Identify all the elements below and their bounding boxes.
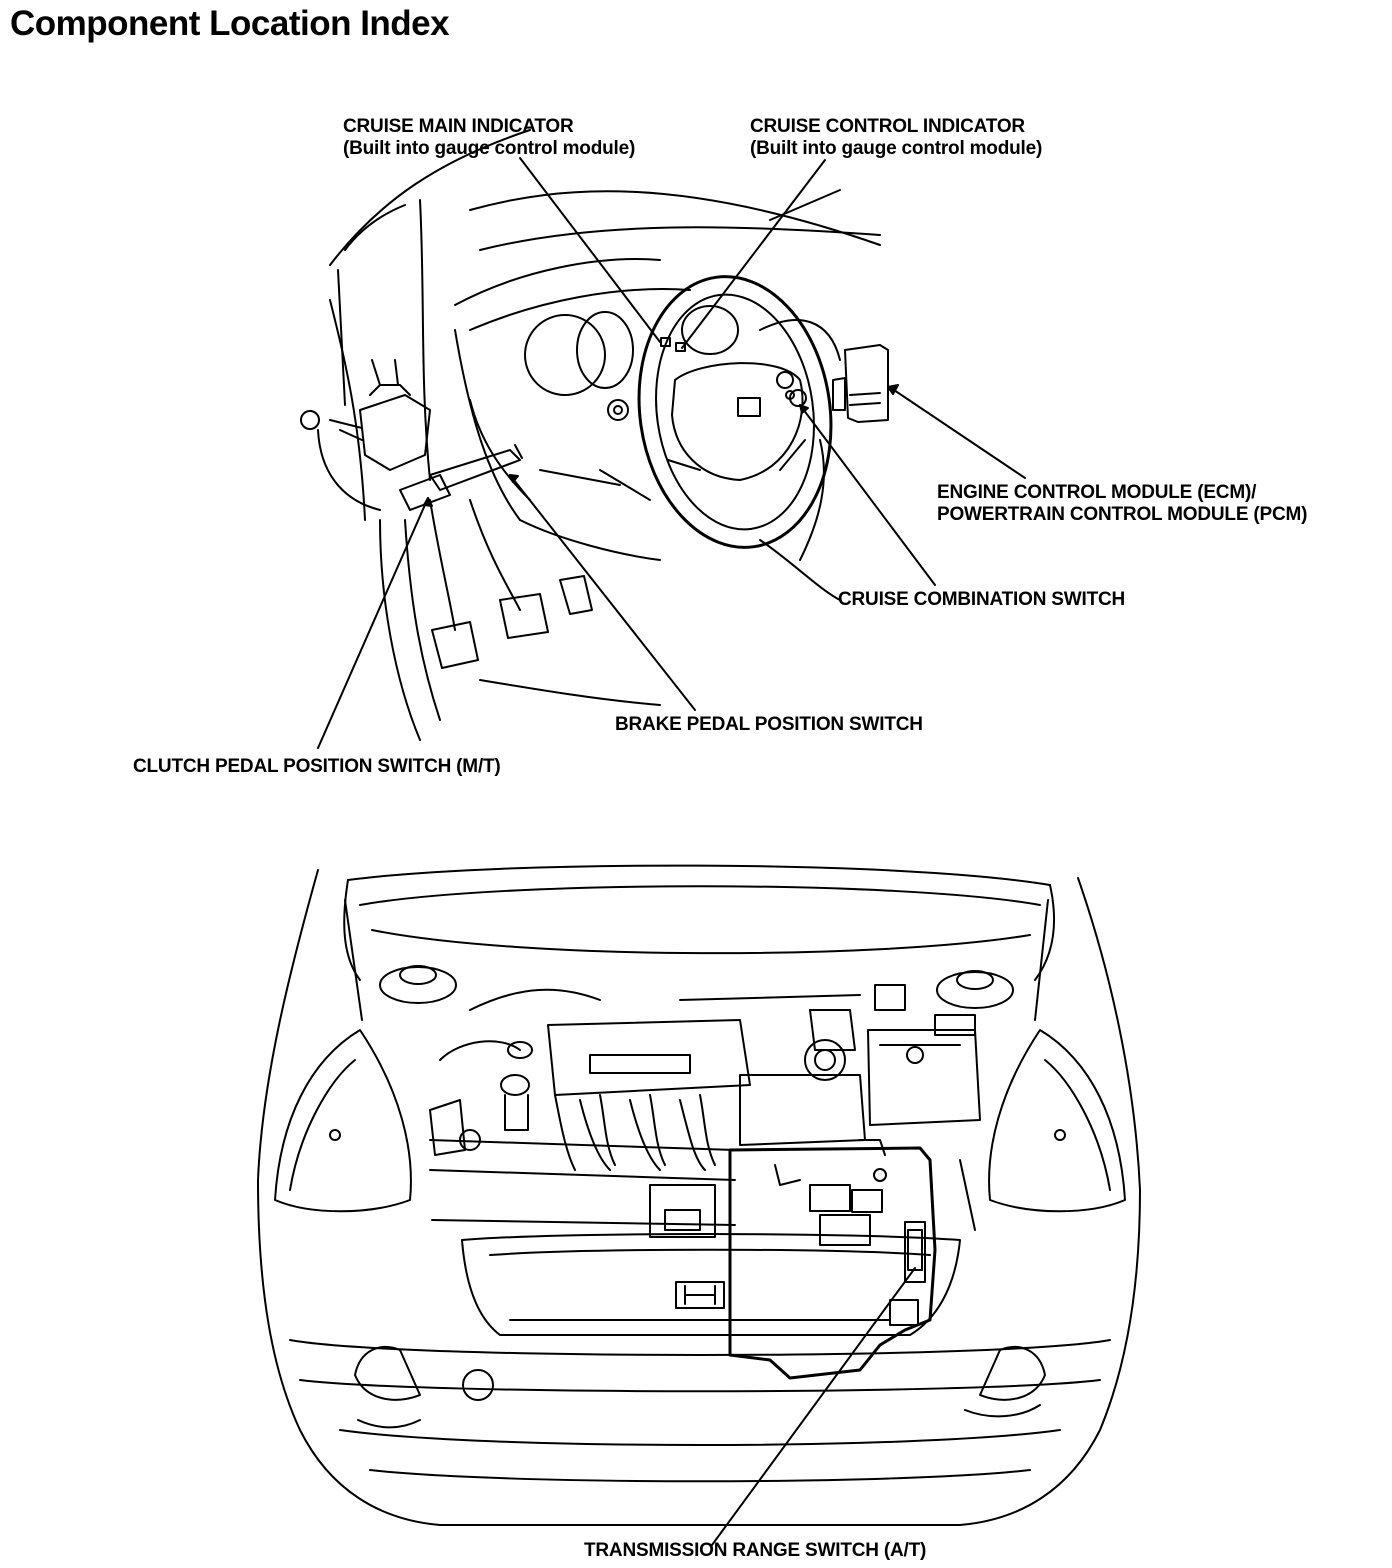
label-ecm-pcm: ENGINE CONTROL MODULE (ECM)/ POWERTRAIN … bbox=[937, 482, 1307, 526]
label-line: CRUISE CONTROL INDICATOR bbox=[750, 116, 1025, 137]
engine-bay-illustration bbox=[257, 864, 1141, 1526]
engine-bay-leader-line bbox=[711, 1267, 916, 1546]
dashboard-leader-lines bbox=[317, 157, 1026, 749]
label-cruise-control-indicator: CRUISE CONTROL INDICATOR (Built into gau… bbox=[750, 116, 1042, 160]
label-line: CRUISE MAIN INDICATOR bbox=[343, 116, 574, 137]
label-cruise-main-indicator: CRUISE MAIN INDICATOR (Built into gauge … bbox=[343, 116, 635, 160]
label-line: (Built into gauge control module) bbox=[343, 138, 636, 159]
label-line: ENGINE CONTROL MODULE (ECM)/ bbox=[937, 482, 1257, 503]
dashboard-arrowheads bbox=[423, 384, 899, 507]
label-clutch-pedal-position-switch: CLUTCH PEDAL POSITION SWITCH (M/T) bbox=[133, 756, 501, 777]
label-cruise-combination-switch: CRUISE COMBINATION SWITCH bbox=[838, 589, 1126, 610]
label-line: (Built into gauge control module) bbox=[750, 138, 1043, 159]
label-brake-pedal-position-switch: BRAKE PEDAL POSITION SWITCH bbox=[615, 714, 923, 735]
dashboard-illustration bbox=[300, 129, 889, 741]
label-transmission-range-switch: TRANSMISSION RANGE SWITCH (A/T) bbox=[584, 1540, 927, 1561]
label-line: POWERTRAIN CONTROL MODULE (PCM) bbox=[937, 504, 1308, 525]
page-title: Component Location Index bbox=[10, 4, 450, 43]
